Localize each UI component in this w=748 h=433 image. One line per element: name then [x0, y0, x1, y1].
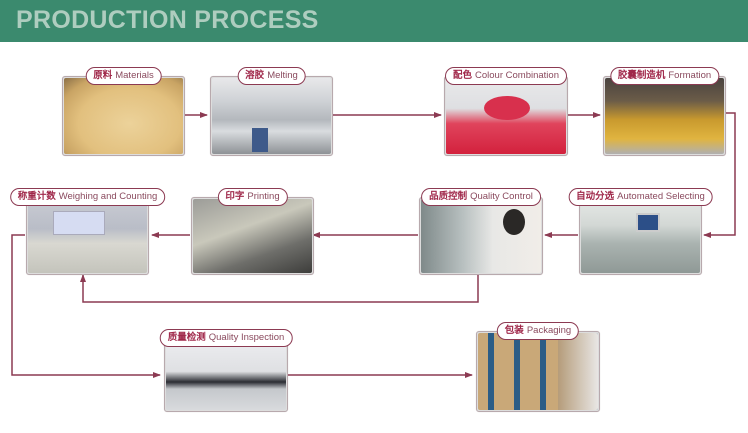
printing-photo [193, 199, 312, 273]
packaging-photo [478, 333, 598, 410]
selecting-photo [581, 199, 700, 273]
arrow-qc-to-weighing [80, 272, 479, 303]
quality-control-photo [421, 199, 541, 273]
arrow-weighing-to-inspection [11, 234, 161, 378]
arrow-formation-to-selecting [703, 112, 736, 238]
page-title: PRODUCTION PROCESS [16, 6, 319, 34]
formation-photo [605, 78, 724, 154]
inspection-photo [166, 340, 286, 410]
melting-photo [212, 78, 331, 154]
materials-photo [64, 78, 183, 154]
weighing-photo [28, 199, 147, 273]
header-banner: PRODUCTION PROCESS [0, 0, 748, 42]
colour-photo [446, 78, 566, 154]
